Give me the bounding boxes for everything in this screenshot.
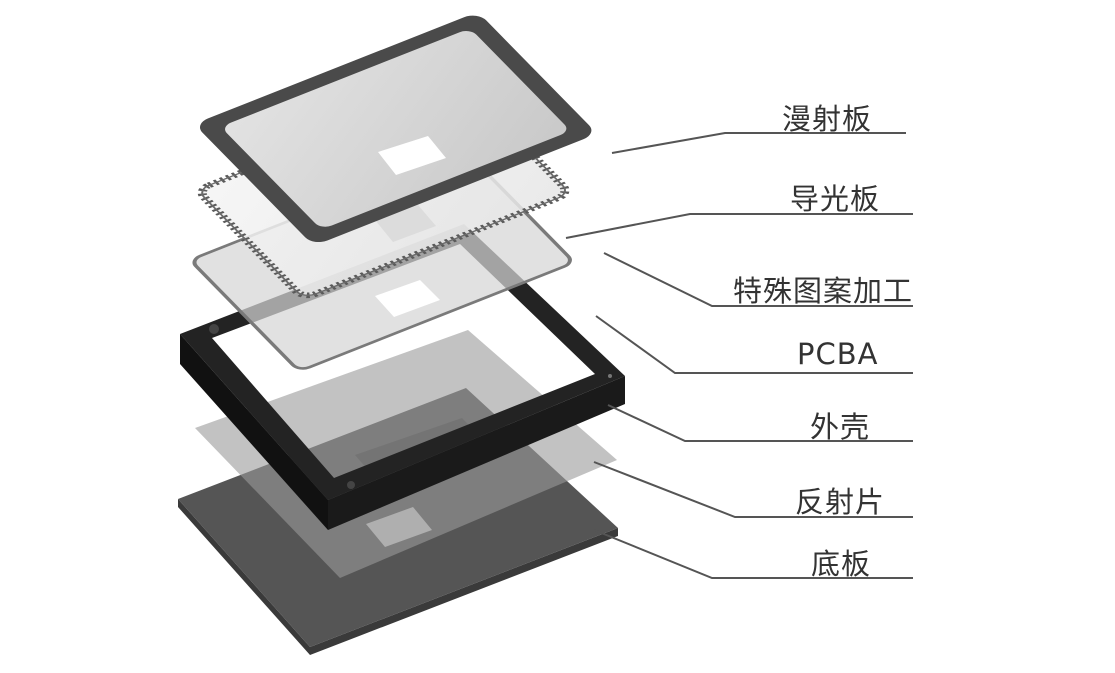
label-reflector: 反射片 — [795, 485, 886, 519]
leader-line-diffuser — [611, 132, 906, 154]
leader-line-light-guide — [565, 213, 913, 239]
leader-line-pcba — [595, 315, 913, 374]
label-housing: 外壳 — [810, 410, 871, 444]
leader-line-special-pattern — [603, 252, 913, 307]
label-pcba: PCBA — [797, 337, 879, 371]
leader-line-reflector — [593, 461, 913, 518]
label-light-guide: 导光板 — [790, 182, 881, 216]
label-diffuser: 漫射板 — [782, 102, 873, 136]
diffuser-layer — [200, 15, 592, 243]
label-base-plate: 底板 — [811, 547, 872, 581]
label-special-pattern: 特殊图案加工 — [733, 274, 914, 308]
leader-line-base-plate — [593, 529, 913, 579]
leader-line-housing — [607, 404, 913, 442]
leader-lines — [565, 132, 913, 579]
